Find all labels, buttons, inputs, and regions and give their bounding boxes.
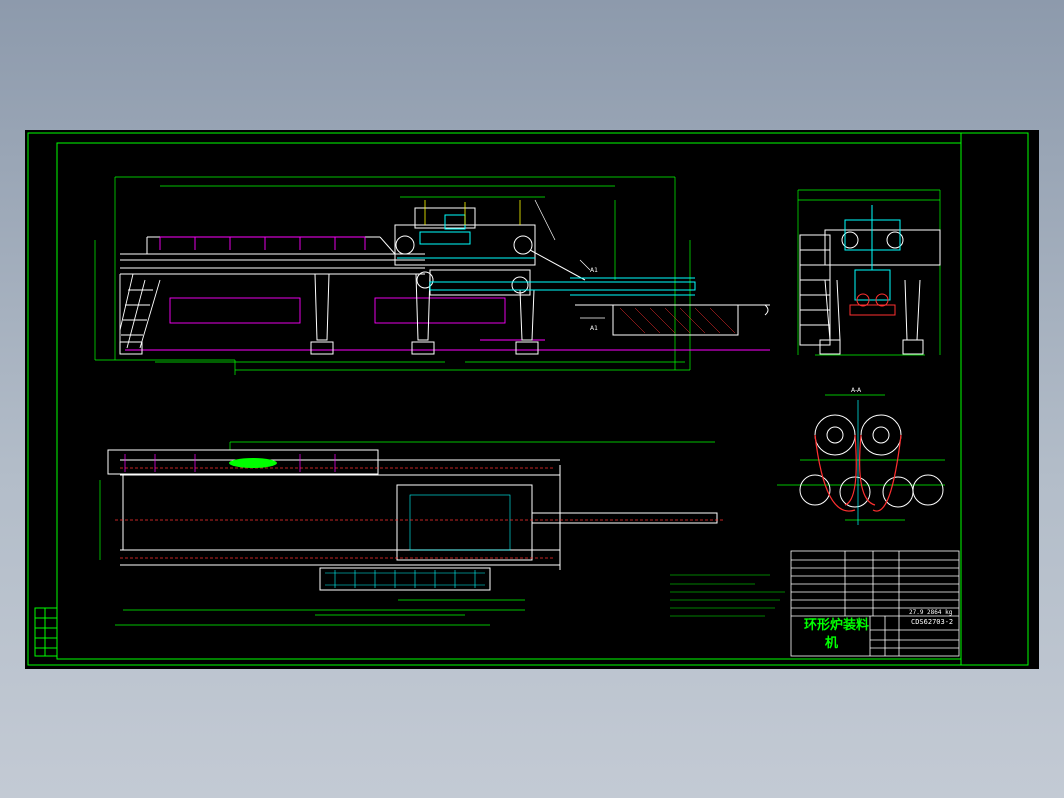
drawing-title-line2: 机 <box>825 636 839 651</box>
cad-drawing: A1 A1 <box>27 132 1029 666</box>
section-aa-label: A-A <box>851 387 862 394</box>
furnace-block <box>575 304 770 336</box>
drawing-title-line1: 环形炉装料 <box>804 618 870 633</box>
inner-frame <box>56 142 962 660</box>
left-revision-block <box>34 607 58 657</box>
outer-frame <box>27 132 1029 666</box>
section-mark-a1: A1 <box>590 267 598 274</box>
support-legs <box>119 273 539 355</box>
title-block <box>790 550 960 657</box>
section-aa-view: A-A <box>777 387 945 525</box>
loading-fork <box>429 277 696 296</box>
section-mark-a1b: A1 <box>590 325 598 332</box>
front-elevation: A1 A1 <box>94 176 770 375</box>
drawing-number: CDS62703-2 <box>911 618 954 626</box>
plan-view <box>99 441 725 626</box>
side-view <box>797 189 941 356</box>
drawing-sheet: A1 A1 <box>25 130 1039 669</box>
technical-notes <box>670 574 785 617</box>
drawing-mass: 27.9 2864 kg <box>909 609 953 616</box>
